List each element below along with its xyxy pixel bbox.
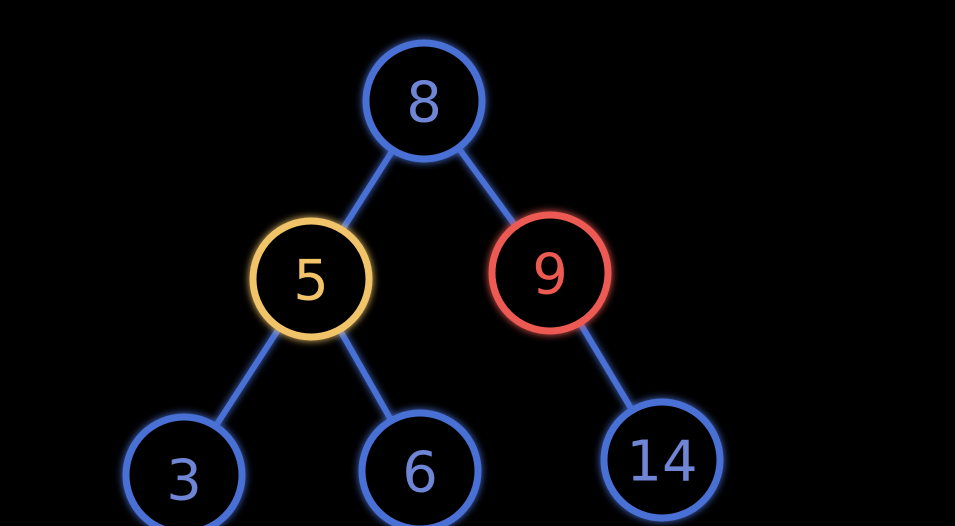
node-circle xyxy=(488,211,612,335)
tree-node-5: 5 xyxy=(249,217,373,341)
node-label: 5 xyxy=(293,249,329,314)
tree-edge-9-14 xyxy=(577,321,635,412)
node-circle xyxy=(600,398,724,522)
edges-layer xyxy=(213,146,635,428)
tree-node-6: 6 xyxy=(358,409,482,526)
node-label: 8 xyxy=(406,71,442,136)
tree-edge-5-6 xyxy=(337,328,394,422)
node-circle xyxy=(249,217,373,341)
tree-node-8: 8 xyxy=(362,39,486,163)
node-circle xyxy=(358,409,482,526)
tree-node-9: 9 xyxy=(488,211,612,335)
tree-edge-8-9 xyxy=(456,146,518,228)
node-label: 14 xyxy=(626,430,697,495)
tree-node-14: 14 xyxy=(600,398,724,522)
node-label: 6 xyxy=(402,441,438,506)
node-circle xyxy=(122,413,246,526)
node-label: 3 xyxy=(166,449,202,514)
tree-edge-8-5 xyxy=(340,148,395,232)
node-circle xyxy=(362,39,486,163)
tree-node-3: 3 xyxy=(122,413,246,526)
tree-edge-5-3 xyxy=(213,326,282,428)
node-label: 9 xyxy=(532,243,568,308)
